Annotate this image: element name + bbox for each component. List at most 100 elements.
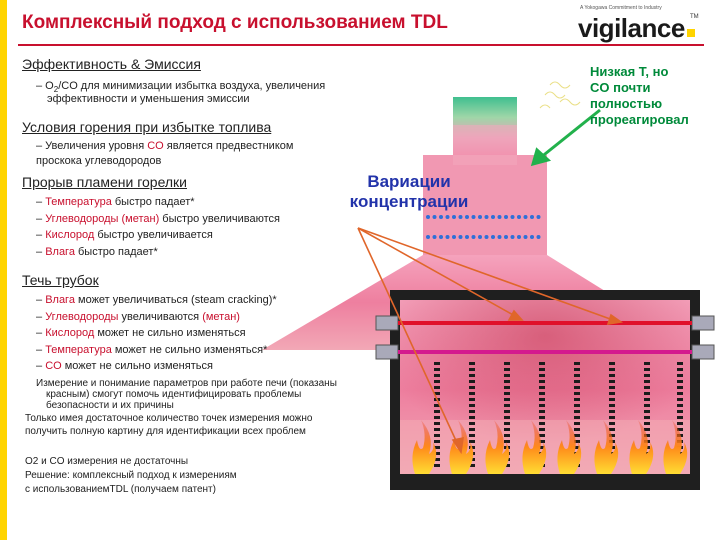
tube-leak-item-red: CO [45, 360, 62, 372]
coil-segment [574, 410, 580, 413]
combustion-text-a: – Увеличения уровня [36, 140, 148, 152]
coil-segment [434, 362, 440, 365]
heading-efficiency: Эффективность & Эмиссия [22, 56, 201, 72]
tube-dot [452, 235, 456, 239]
coil-segment [677, 392, 683, 395]
note-3: безопасности и их причины [46, 400, 174, 411]
coil-segment [609, 368, 615, 371]
coil-segment [469, 428, 475, 431]
coil-segment [539, 434, 545, 437]
coil-segment [469, 362, 475, 365]
coil-segment [434, 416, 440, 419]
coil-segment [469, 398, 475, 401]
coil-segment [469, 368, 475, 371]
tube-dot [458, 215, 463, 219]
coil-segment [644, 368, 650, 371]
tube-leak-item-rest: может не сильно изменяться* [111, 343, 268, 356]
tube-leak-item: – Кислород может не сильно изменяться [36, 327, 246, 340]
coil-segment [469, 434, 475, 437]
coil-segment [609, 398, 615, 401]
tube-dot [439, 215, 443, 219]
tube-dot [471, 235, 476, 239]
coil-segment [434, 374, 440, 377]
tube-dot [510, 235, 515, 239]
callout-line-2: CO почти [590, 80, 651, 95]
tube-dot [445, 215, 450, 219]
flame-icon [412, 420, 437, 474]
heading-combustion: Условия горения при избытке топлива [22, 119, 272, 135]
coil-segment [677, 368, 683, 371]
coil-segment [469, 416, 475, 419]
coil-segment [609, 428, 615, 431]
coil-segment [504, 428, 510, 431]
coil-segment [644, 410, 650, 413]
coil-segment [539, 374, 545, 377]
coil-segment [677, 422, 683, 425]
coil-segment [434, 446, 440, 449]
coil-segment [434, 428, 440, 431]
coil-segment [574, 392, 580, 395]
concentration-line-1: Вариации [367, 172, 451, 191]
coil-segment [574, 374, 580, 377]
tube-leak-item-dash: – [36, 310, 46, 323]
coil-segment [539, 422, 545, 425]
callout-line-3: полностью [590, 96, 663, 111]
measurement-arrows [357, 227, 624, 455]
coil-segment [609, 374, 615, 377]
tube-leak-item-red: Температура [45, 343, 112, 356]
coil-segment [539, 410, 545, 413]
tube-dot [536, 215, 541, 219]
note-1: Измерение и понимание параметров при раб… [36, 378, 337, 389]
coil-segment [644, 434, 650, 437]
tube-dot [426, 215, 430, 219]
tube-leak-item: – Углеводороды увеличиваются (метан) [36, 311, 240, 324]
coil-segment [609, 404, 615, 407]
coil-segment [504, 416, 510, 419]
tube-leak-item: – CO может не сильно изменяться [36, 360, 213, 373]
breakthrough-item-dash: – [36, 212, 46, 225]
logo-text: vigilance [578, 13, 685, 43]
flame-icon [594, 420, 619, 474]
coil-segment [644, 416, 650, 419]
coil-segment [574, 422, 580, 425]
tube-leak-item-dash: – [36, 343, 46, 356]
logo-dot-icon [686, 29, 695, 37]
note-4: Только имея достаточное количество точек… [25, 413, 313, 424]
concentration-line-2: концентрации [349, 192, 469, 211]
tube-dot [465, 215, 469, 219]
tube-dot [465, 235, 469, 239]
coil-segment [574, 362, 580, 365]
coil-segment [469, 374, 475, 377]
flame-icon [485, 420, 510, 474]
coil-segment [609, 362, 615, 365]
combustion-line-1: – Увеличения уровня CO является предвест… [36, 140, 293, 153]
coil-segment [504, 362, 510, 365]
note-6: O2 и CO измерения не достаточны [25, 456, 189, 467]
tube-dot [497, 235, 502, 239]
tube-dot [530, 235, 534, 239]
coil-segment [434, 392, 440, 395]
breakthrough-item-rest: быстро падает* [74, 245, 158, 258]
note-7: Решение: комплексный подход к измерениям [25, 470, 237, 481]
coil-segment [574, 434, 580, 437]
coil-segment [539, 416, 545, 419]
coil-segment [469, 464, 475, 467]
flame-icon [663, 420, 688, 474]
coil-segment [469, 422, 475, 425]
tube-leak-item-dash: – [36, 327, 46, 339]
coil-segment [574, 428, 580, 431]
coil-segment [434, 440, 440, 443]
left-accent-bar [0, 0, 7, 540]
callout-line-4: прореагировал [590, 112, 689, 127]
coil-segment [539, 386, 545, 389]
coil-segment [677, 410, 683, 413]
coil-segment [434, 410, 440, 413]
coil-segment [677, 398, 683, 401]
tube-dot [491, 235, 495, 239]
tube-leak-item-dash: – [36, 294, 46, 306]
breakthrough-item-red: Углеводороды (метан) [45, 212, 160, 225]
tube-leak-item-red: Углеводороды [45, 310, 119, 323]
tube-dot [452, 215, 456, 219]
coil-segment [539, 380, 545, 383]
coil-segment [539, 368, 545, 371]
